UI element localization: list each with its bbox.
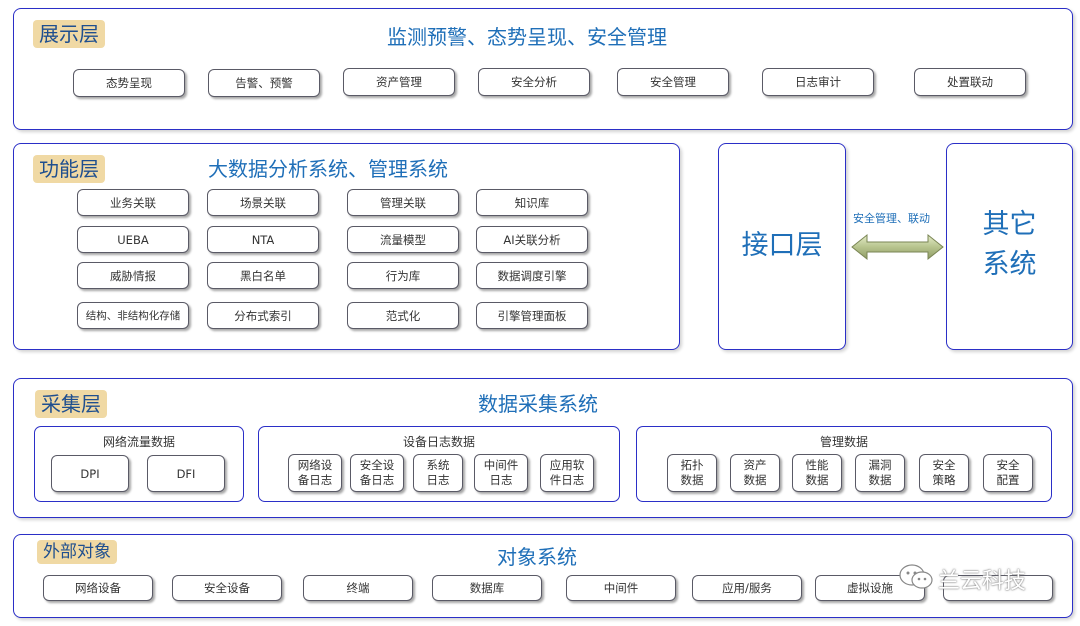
collect-item-system-log[interactable]: 系统 日志 bbox=[413, 454, 463, 492]
collect-item-topology-l2: 数据 bbox=[680, 473, 704, 487]
function-item-black-white-list[interactable]: 黑白名单 bbox=[207, 262, 319, 289]
external-layer-title: 对象系统 bbox=[497, 545, 577, 569]
collect-item-app-log-l1: 应用软 bbox=[549, 458, 585, 472]
group-device-log-title: 设备日志数据 bbox=[402, 435, 475, 449]
collect-item-dpi[interactable]: DPI bbox=[51, 455, 129, 492]
function-item-scene-correlation[interactable]: 场景关联 bbox=[207, 189, 319, 216]
collect-item-asset-l2: 数据 bbox=[743, 473, 767, 487]
display-item-security-mgmt[interactable]: 安全管理 bbox=[617, 68, 729, 96]
collect-item-vulnerability[interactable]: 漏洞 数据 bbox=[855, 454, 905, 492]
other-systems-title-line1: 其它 bbox=[982, 209, 1037, 240]
collect-item-asset-l1: 资产 bbox=[743, 458, 767, 472]
watermark-text: 兰云科技 bbox=[938, 569, 1027, 594]
external-item-network-device[interactable]: 网络设备 bbox=[43, 575, 153, 601]
collect-item-app-log-l2: 件日志 bbox=[549, 473, 585, 487]
function-item-engine-panel[interactable]: 引擎管理面板 bbox=[476, 302, 588, 329]
function-item-threat-intel[interactable]: 威胁情报 bbox=[77, 262, 189, 289]
other-systems-panel bbox=[946, 143, 1073, 350]
collect-item-performance-l2: 数据 bbox=[805, 473, 829, 487]
collect-layer-title: 数据采集系统 bbox=[478, 392, 598, 416]
display-item-situation[interactable]: 态势呈现 bbox=[73, 69, 185, 97]
function-item-data-scheduler[interactable]: 数据调度引擎 bbox=[476, 262, 588, 289]
collect-item-vulnerability-l1: 漏洞 bbox=[868, 458, 892, 472]
collect-item-security-device-log[interactable]: 安全设 备日志 bbox=[350, 454, 404, 492]
external-item-security-device[interactable]: 安全设备 bbox=[172, 575, 282, 601]
arrow-label: 安全管理、联动 bbox=[853, 212, 930, 225]
display-item-log-audit[interactable]: 日志审计 bbox=[762, 68, 874, 96]
collect-item-middleware-log-l2: 日志 bbox=[489, 473, 513, 487]
function-layer-tag: 功能层 bbox=[33, 155, 105, 183]
display-item-alert[interactable]: 告警、预警 bbox=[208, 69, 320, 97]
collect-item-app-log[interactable]: 应用软 件日志 bbox=[540, 454, 594, 492]
display-item-asset-mgmt[interactable]: 资产管理 bbox=[343, 68, 455, 96]
collect-item-middleware-log[interactable]: 中间件 日志 bbox=[474, 454, 528, 492]
collect-item-security-policy-l1: 安全 bbox=[932, 458, 956, 472]
interface-layer-title: 接口层 bbox=[741, 230, 823, 261]
external-item-middleware[interactable]: 中间件 bbox=[566, 575, 676, 601]
function-item-traffic-model[interactable]: 流量模型 bbox=[347, 226, 459, 253]
group-network-traffic-title: 网络流量数据 bbox=[102, 435, 175, 449]
collect-item-performance[interactable]: 性能 数据 bbox=[792, 454, 842, 492]
display-layer-tag: 展示层 bbox=[33, 20, 105, 48]
function-item-distributed-index[interactable]: 分布式索引 bbox=[207, 302, 319, 329]
collect-item-security-config-l2: 配置 bbox=[996, 473, 1020, 487]
function-item-nta[interactable]: NTA bbox=[207, 226, 319, 253]
collect-item-security-device-log-l2: 备日志 bbox=[359, 473, 395, 487]
collect-item-network-device-log[interactable]: 网络设 备日志 bbox=[288, 454, 342, 492]
group-management-data-title: 管理数据 bbox=[819, 435, 868, 449]
display-item-response[interactable]: 处置联动 bbox=[914, 68, 1026, 96]
double-arrow bbox=[851, 233, 944, 261]
external-layer-tag: 外部对象 bbox=[37, 540, 117, 564]
collect-item-security-policy[interactable]: 安全 策略 bbox=[919, 454, 969, 492]
collect-item-system-log-l1: 系统 bbox=[426, 458, 450, 472]
collect-item-middleware-log-l1: 中间件 bbox=[483, 458, 519, 472]
collect-item-system-log-l2: 日志 bbox=[426, 473, 450, 487]
external-item-app-service[interactable]: 应用/服务 bbox=[692, 575, 802, 601]
external-item-database[interactable]: 数据库 bbox=[432, 575, 542, 601]
collect-item-performance-l1: 性能 bbox=[805, 458, 829, 472]
collect-item-dfi[interactable]: DFI bbox=[147, 455, 225, 492]
collect-item-security-config-l1: 安全 bbox=[996, 458, 1020, 472]
display-layer-title: 监测预警、态势呈现、安全管理 bbox=[387, 25, 667, 49]
external-item-terminal[interactable]: 终端 bbox=[303, 575, 413, 601]
other-systems-title-line2: 系统 bbox=[982, 249, 1037, 280]
collect-item-asset[interactable]: 资产 数据 bbox=[730, 454, 780, 492]
interface-layer-panel bbox=[718, 143, 846, 350]
function-layer-title: 大数据分析系统、管理系统 bbox=[208, 157, 448, 181]
display-item-security-analysis[interactable]: 安全分析 bbox=[478, 68, 590, 96]
function-item-ueba[interactable]: UEBA bbox=[77, 226, 189, 253]
function-item-ai-correlation[interactable]: AI关联分析 bbox=[476, 226, 588, 253]
function-item-mgmt-correlation[interactable]: 管理关联 bbox=[347, 189, 459, 216]
collect-item-security-policy-l2: 策略 bbox=[932, 473, 956, 487]
function-item-normalization[interactable]: 范式化 bbox=[347, 302, 459, 329]
function-item-behavior-lib[interactable]: 行为库 bbox=[347, 262, 459, 289]
collect-item-security-config[interactable]: 安全 配置 bbox=[983, 454, 1033, 492]
collect-item-security-device-log-l1: 安全设 bbox=[359, 458, 395, 472]
external-item-hidden[interactable] bbox=[943, 575, 1053, 601]
collect-item-network-device-log-l2: 备日志 bbox=[297, 473, 333, 487]
double-arrow-shape bbox=[851, 233, 944, 261]
wechat-icon bbox=[899, 564, 933, 589]
function-item-structured-storage[interactable]: 结构、非结构化存储 bbox=[77, 302, 189, 329]
function-item-business-correlation[interactable]: 业务关联 bbox=[77, 189, 189, 216]
collect-item-topology[interactable]: 拓扑 数据 bbox=[667, 454, 717, 492]
collect-item-vulnerability-l2: 数据 bbox=[868, 473, 892, 487]
collect-item-network-device-log-l1: 网络设 bbox=[297, 458, 333, 472]
collect-layer-tag: 采集层 bbox=[35, 390, 107, 418]
function-item-knowledge-base[interactable]: 知识库 bbox=[476, 189, 588, 216]
collect-item-topology-l1: 拓扑 bbox=[680, 458, 704, 472]
